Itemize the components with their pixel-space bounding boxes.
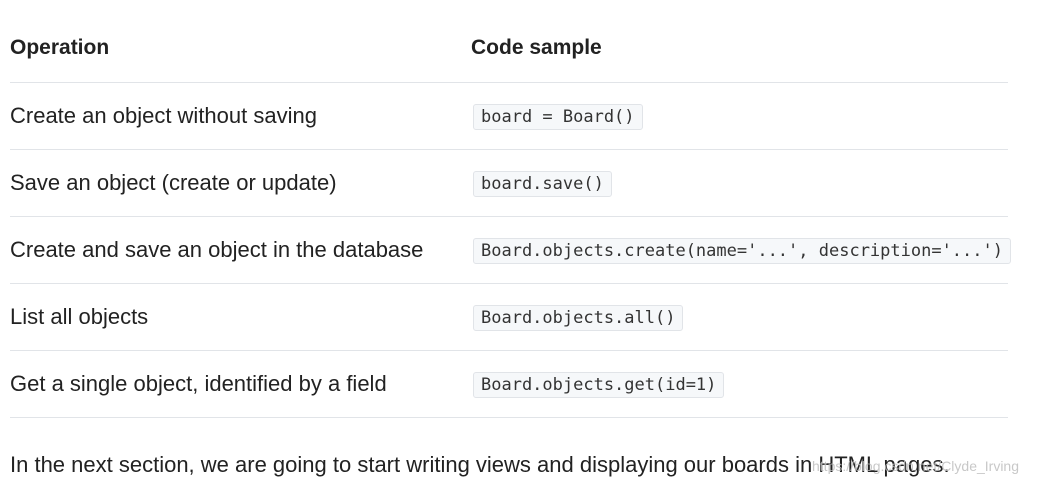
table-header-row: Operation Code sample bbox=[10, 14, 1008, 83]
table-row: Get a single object, identified by a fie… bbox=[10, 350, 1008, 418]
operation-cell: Save an object (create or update) bbox=[10, 149, 471, 217]
operations-table: Operation Code sample Create an object w… bbox=[10, 14, 1011, 418]
code-snippet: Board.objects.create(name='...', descrip… bbox=[473, 238, 1011, 264]
table-row: Create and save an object in the databas… bbox=[10, 216, 1011, 284]
code-cell: board = Board() bbox=[471, 82, 1008, 150]
code-cell: Board.objects.all() bbox=[471, 283, 1008, 351]
code-snippet: board.save() bbox=[473, 171, 612, 197]
code-cell: Board.objects.create(name='...', descrip… bbox=[471, 216, 1011, 284]
code-snippet: Board.objects.get(id=1) bbox=[473, 372, 725, 398]
code-snippet: board = Board() bbox=[473, 104, 643, 130]
header-operation: Operation bbox=[10, 14, 471, 83]
operation-cell: Create an object without saving bbox=[10, 82, 471, 150]
code-cell: board.save() bbox=[471, 149, 1008, 217]
watermark-text: https://blog.csdn.net/Clyde_Irving bbox=[812, 458, 1020, 474]
operation-cell: Create and save an object in the databas… bbox=[10, 216, 471, 284]
table-row: Save an object (create or update) board.… bbox=[10, 149, 1008, 217]
operations-document: Operation Code sample Create an object w… bbox=[10, 14, 1011, 418]
operation-cell: List all objects bbox=[10, 283, 471, 351]
operation-cell: Get a single object, identified by a fie… bbox=[10, 350, 471, 418]
code-snippet: Board.objects.all() bbox=[473, 305, 684, 331]
table-row: Create an object without saving board = … bbox=[10, 82, 1008, 150]
table-row: List all objects Board.objects.all() bbox=[10, 283, 1008, 351]
code-cell: Board.objects.get(id=1) bbox=[471, 350, 1008, 418]
followup-paragraph: In the next section, we are going to sta… bbox=[10, 452, 950, 477]
header-code-sample: Code sample bbox=[471, 14, 1008, 83]
